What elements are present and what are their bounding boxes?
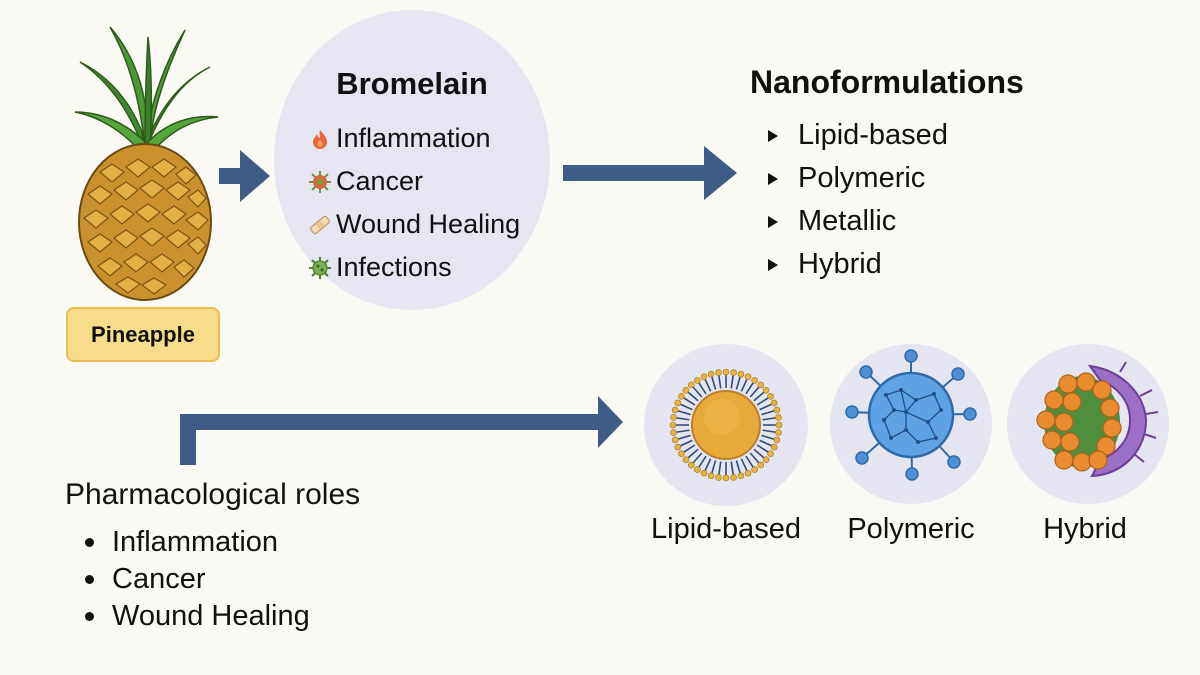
list-item: Lipid-based [768, 114, 948, 157]
nanoformulation-label: Polymeric [798, 162, 926, 194]
list-item: Inflammation [85, 524, 310, 561]
lipid-based-label: Lipid-based [651, 513, 801, 545]
nanoformulations-title: Nanoformulations [750, 64, 1024, 100]
polymeric-label: Polymeric [847, 513, 975, 545]
triangle-bullet-icon [768, 258, 778, 271]
list-item: Metallic [768, 200, 948, 243]
list-item: Wound Healing [304, 203, 520, 246]
bromelain-list: Inflammation Cancer Wound Healing Infect… [304, 117, 520, 289]
arrow-bromelain-to-nanoformulations [563, 146, 737, 200]
nanoformulations-list: Lipid-based Polymeric Metallic Hybrid [768, 114, 948, 286]
list-item: Polymeric [768, 157, 948, 200]
pharmacological-roles-list: Inflammation Cancer Wound Healing [85, 524, 310, 635]
pineapple-label: Pineapple [66, 307, 220, 362]
bromelain-item-label: Infections [336, 252, 452, 282]
bromelain-item-label: Inflammation [336, 123, 491, 153]
liposome-icon [669, 368, 783, 482]
bullet-icon [85, 575, 94, 584]
list-item: Wound Healing [85, 598, 310, 635]
nanoformulation-label: Lipid-based [798, 119, 948, 151]
arrow-roles-to-nanoparticles [180, 396, 623, 465]
list-item: Infections [304, 246, 520, 289]
bullet-icon [85, 538, 94, 547]
role-label: Cancer [112, 563, 206, 595]
cancer-cell-icon [304, 166, 336, 198]
role-label: Wound Healing [112, 600, 310, 632]
bullet-icon [85, 612, 94, 621]
triangle-bullet-icon [768, 129, 778, 142]
hybrid-nanoparticle-icon [1036, 361, 1159, 478]
list-item: Hybrid [768, 243, 948, 286]
arrow-pineapple-to-bromelain [219, 150, 270, 202]
hybrid-label: Hybrid [1043, 513, 1127, 545]
list-item: Inflammation [304, 117, 520, 160]
bromelain-item-label: Cancer [336, 166, 424, 196]
pharmacological-roles-title: Pharmacological roles [65, 478, 361, 511]
triangle-bullet-icon [768, 215, 778, 228]
bromelain-title: Bromelain [336, 66, 488, 101]
role-label: Inflammation [112, 526, 279, 558]
pineapple-icon [74, 26, 219, 301]
virus-icon [304, 252, 336, 284]
list-item: Cancer [304, 160, 520, 203]
bandage-icon [304, 209, 336, 241]
flame-icon [304, 123, 336, 155]
list-item: Cancer [85, 561, 310, 598]
triangle-bullet-icon [768, 172, 778, 185]
bromelain-item-label: Wound Healing [336, 209, 521, 239]
polymeric-nanoparticle-icon [845, 349, 977, 481]
nanoformulation-label: Metallic [798, 205, 897, 237]
nanoformulation-label: Hybrid [798, 248, 882, 280]
